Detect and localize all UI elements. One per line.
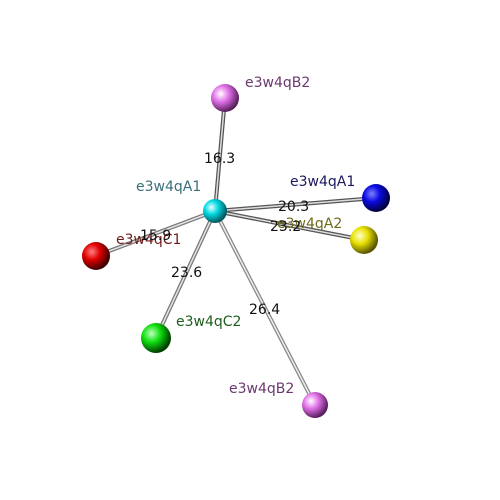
- distance-label-a2-right: 23.2: [270, 219, 301, 235]
- distance-label-a1-right: 20.3: [278, 199, 309, 215]
- distance-label-b2-bottom: 26.4: [249, 302, 280, 318]
- bond-c1-left: [95, 209, 216, 258]
- distance-label-c1-left: 15.9: [140, 228, 171, 244]
- bond-a1-right: [214, 196, 377, 213]
- atom-label-c2-bottom: e3w4qC2: [176, 314, 241, 330]
- atom-label-a1-right: e3w4qA1: [290, 174, 355, 190]
- atom-center[interactable]: [203, 199, 227, 223]
- bonds: [95, 97, 377, 406]
- atom-a1-right[interactable]: [362, 184, 390, 212]
- atom-a2-right[interactable]: [350, 226, 378, 254]
- atom-label-a2-right: e3w4qA2: [277, 216, 342, 232]
- bond-b2-top: [213, 97, 227, 212]
- bond-c2-bottom: [154, 210, 217, 339]
- atom-c2-bottom[interactable]: [141, 323, 171, 353]
- atoms: [82, 84, 390, 418]
- atom-label-center: e3w4qA1: [136, 179, 201, 195]
- bond-b2-bottom: [213, 210, 317, 406]
- atom-label-b2-bottom: e3w4qB2: [229, 381, 294, 397]
- atom-b2-bottom[interactable]: [302, 392, 328, 418]
- atom-label-b2-top: e3w4qB2: [245, 75, 310, 91]
- atom-labels: e3w4qA1 e3w4qB2 e3w4qA1 e3w4qA2 e3w4qC1 …: [116, 75, 355, 397]
- atom-b2-top[interactable]: [211, 84, 239, 112]
- distance-labels: 16.3 20.3 23.2 15.9 23.6 26.4: [140, 151, 309, 318]
- atom-label-c1-left: e3w4qC1: [116, 232, 181, 248]
- bond-a2-right: [214, 209, 365, 242]
- atom-c1-left[interactable]: [82, 242, 110, 270]
- distance-label-b2-top: 16.3: [204, 151, 235, 167]
- distance-label-c2-bottom: 23.6: [171, 265, 202, 281]
